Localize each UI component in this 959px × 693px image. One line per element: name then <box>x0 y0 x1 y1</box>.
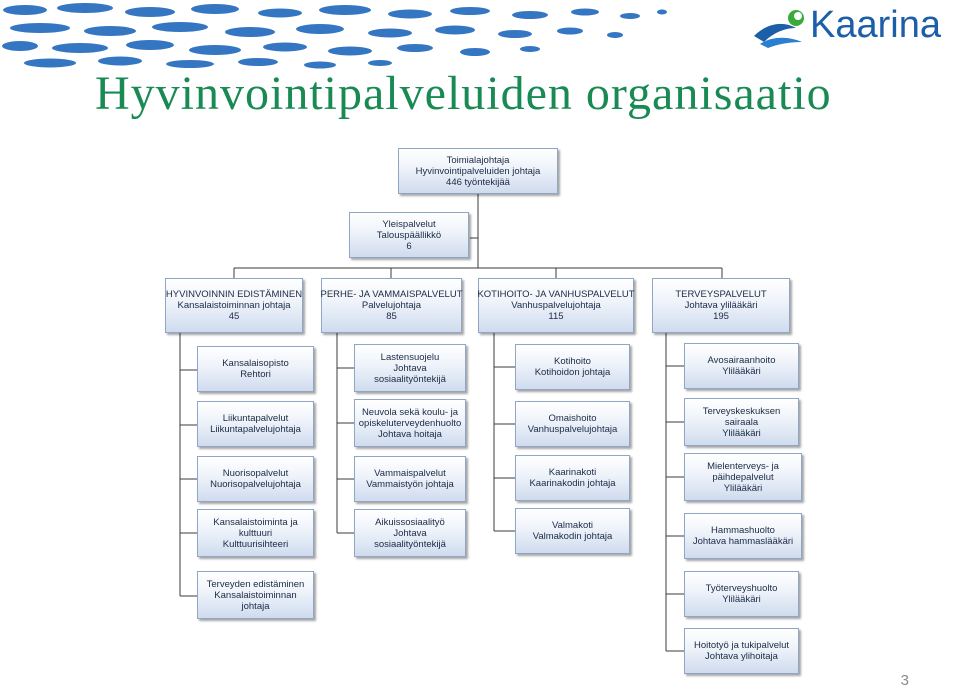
org-box-unit: Valmakoti Valmakodin johtaja <box>515 508 630 554</box>
kaarina-logo: Kaarina <box>752 4 957 50</box>
org-box-line: Avosairaanhoito <box>707 355 776 366</box>
org-box-unit: Omaishoito Vanhuspalvelujohtaja <box>515 401 630 447</box>
org-box-line: Kotihoito <box>554 356 591 367</box>
org-box-department: HYVINVOINNIN EDISTÄMINEN Kansalaistoimin… <box>165 278 303 333</box>
org-box-line: päihdepalvelut <box>712 471 774 483</box>
org-box-unit: Kansalaistoiminta ja kulttuuri Kulttuuri… <box>197 509 314 557</box>
org-box-line: Valmakodin johtaja <box>532 531 613 542</box>
org-box-line: Kansalaistoiminnan johtaja <box>177 300 291 311</box>
org-box-unit: Terveyskeskuksen sairaala Ylilääkäri <box>684 398 799 446</box>
org-box-line: Kaarinakoti <box>548 467 597 478</box>
org-box-line: Johtava ylihoitaja <box>705 651 778 662</box>
org-box-line: opiskeluterveydenhuolto <box>358 417 462 429</box>
org-box-line: sosiaalityöntekijä <box>374 373 446 385</box>
org-box-line: Työterveyshuolto <box>705 583 778 594</box>
org-box-line: Palvelujohtaja <box>361 300 422 311</box>
org-box-line: TERVEYSPALVELUT <box>675 289 767 300</box>
org-box-line: Johtava <box>393 362 427 374</box>
org-box-line: PERHE- JA VAMMAISPALVELUT <box>320 289 463 300</box>
org-box-line: Kaarinakodin johtaja <box>529 478 616 489</box>
org-box-line: Terveyskeskuksen <box>702 405 781 417</box>
org-box-line: Omaishoito <box>548 413 597 424</box>
org-box-line: Ylilääkäri <box>722 366 761 377</box>
org-box-unit: Työterveyshuolto Ylilääkäri <box>684 571 799 617</box>
org-box-line: Johtava <box>393 527 427 539</box>
page-title: Hyvinvointipalveluiden organisaatio <box>95 67 832 120</box>
org-box-line: kulttuuri <box>238 527 273 539</box>
org-box-line: Vammaistyön johtaja <box>366 479 454 490</box>
org-box-unit: Aikuissosiaalityö Johtava sosiaalityönte… <box>354 509 466 557</box>
org-box-line: 6 <box>406 240 412 252</box>
org-box-line: Ylilääkäri <box>722 427 761 439</box>
org-box-line: HYVINVOINNIN EDISTÄMINEN <box>165 289 303 300</box>
kaarina-swirl-icon <box>754 10 804 48</box>
org-box-line: Rehtori <box>240 369 271 380</box>
org-box-line: Talouspäällikkö <box>376 229 442 241</box>
org-box-unit: Nuorisopalvelut Nuorisopalvelujohtaja <box>197 456 314 502</box>
org-box-yleispalvelut: Yleispalvelut Talouspäällikkö 6 <box>349 212 469 258</box>
org-box-department: TERVEYSPALVELUT Johtava ylilääkäri 195 <box>652 278 790 333</box>
org-box-line: johtaja <box>241 600 270 612</box>
org-box-line: Hyvinvointipalveluiden johtaja <box>415 165 541 177</box>
org-box-line: Hammashuolto <box>711 525 775 536</box>
org-box-line: Nuorisopalvelut <box>222 468 289 479</box>
org-box-line: Toimialajohtaja <box>446 154 510 166</box>
org-box-unit: Terveyden edistäminen Kansalaistoiminnan… <box>197 571 314 619</box>
org-box-unit: Avosairaanhoito Ylilääkäri <box>684 343 799 389</box>
org-box-line: Johtava hoitaja <box>378 428 442 440</box>
org-box-line: 85 <box>386 311 397 322</box>
org-box-line: Lastensuojelu <box>380 351 440 363</box>
org-box-unit: Liikuntapalvelut Liikuntapalvelujohtaja <box>197 401 314 447</box>
org-box-unit: Kotihoito Kotihoidon johtaja <box>515 344 630 390</box>
org-box-line: 446 työntekijää <box>446 176 510 188</box>
org-box-toimialajohtaja: Toimialajohtaja Hyvinvointipalveluiden j… <box>398 148 558 194</box>
org-box-line: Ylilääkäri <box>722 594 761 605</box>
org-box-unit: Hoitotyö ja tukipalvelut Johtava ylihoit… <box>684 628 799 674</box>
org-box-line: 195 <box>713 311 729 322</box>
org-box-line: 115 <box>548 311 564 322</box>
org-box-line: Johtava ylilääkäri <box>684 300 758 311</box>
org-box-line: 45 <box>228 311 240 322</box>
org-box-line: Terveyden edistäminen <box>206 578 305 590</box>
org-box-line: Valmakoti <box>551 520 593 531</box>
org-box-line: Nuorisopalvelujohtaja <box>210 479 301 490</box>
org-box-department: KOTIHOITO- JA VANHUSPALVELUT Vanhuspalve… <box>477 278 635 333</box>
org-box-line: sosiaalityöntekijä <box>374 538 446 550</box>
org-box-line: Aikuissosiaalityö <box>375 516 445 528</box>
org-box-unit: Kansalaisopisto Rehtori <box>197 346 314 392</box>
org-box-line: sairaala <box>724 416 759 428</box>
org-box-line: Neuvola sekä koulu- ja <box>361 406 459 418</box>
org-box-unit: Mielenterveys- ja päihdepalvelut Ylilääk… <box>684 453 802 501</box>
org-box-unit: Kaarinakoti Kaarinakodin johtaja <box>515 455 630 501</box>
org-box-unit: Lastensuojelu Johtava sosiaalityöntekijä <box>354 344 466 392</box>
org-box-line: Kulttuurisihteeri <box>222 538 289 550</box>
org-box-line: Johtava hammaslääkäri <box>692 536 794 547</box>
org-box-unit: Vammaispalvelut Vammaistyön johtaja <box>354 456 466 502</box>
org-box-department: PERHE- JA VAMMAISPALVELUT Palvelujohtaja… <box>320 278 463 333</box>
logo-text: Kaarina <box>810 4 941 46</box>
org-box-line: KOTIHOITO- JA VANHUSPALVELUT <box>477 289 635 300</box>
org-box-line: Yleispalvelut <box>382 218 436 230</box>
org-box-line: Mielenterveys- ja <box>707 460 779 472</box>
org-box-unit: Neuvola sekä koulu- ja opiskeluterveyden… <box>354 399 466 447</box>
org-box-line: Vammaispalvelut <box>374 468 446 479</box>
org-box-line: Hoitotyö ja tukipalvelut <box>693 640 790 651</box>
org-box-line: Kansalaistoiminta ja <box>213 516 298 528</box>
org-box-line: Liikuntapalvelujohtaja <box>210 424 301 435</box>
decorative-wave-pattern <box>2 3 667 69</box>
org-box-line: Kansalaisopisto <box>222 358 289 369</box>
org-box-unit: Hammashuolto Johtava hammaslääkäri <box>684 513 802 559</box>
page-number: 3 <box>900 672 909 689</box>
org-box-line: Ylilääkäri <box>723 482 763 494</box>
org-box-line: Liikuntapalvelut <box>222 413 289 424</box>
org-box-line: Vanhuspalvelujohtaja <box>511 300 601 311</box>
org-box-line: Kotihoidon johtaja <box>534 367 611 378</box>
org-box-line: Kansalaistoiminnan <box>214 589 297 601</box>
org-box-line: Vanhuspalvelujohtaja <box>527 424 618 435</box>
